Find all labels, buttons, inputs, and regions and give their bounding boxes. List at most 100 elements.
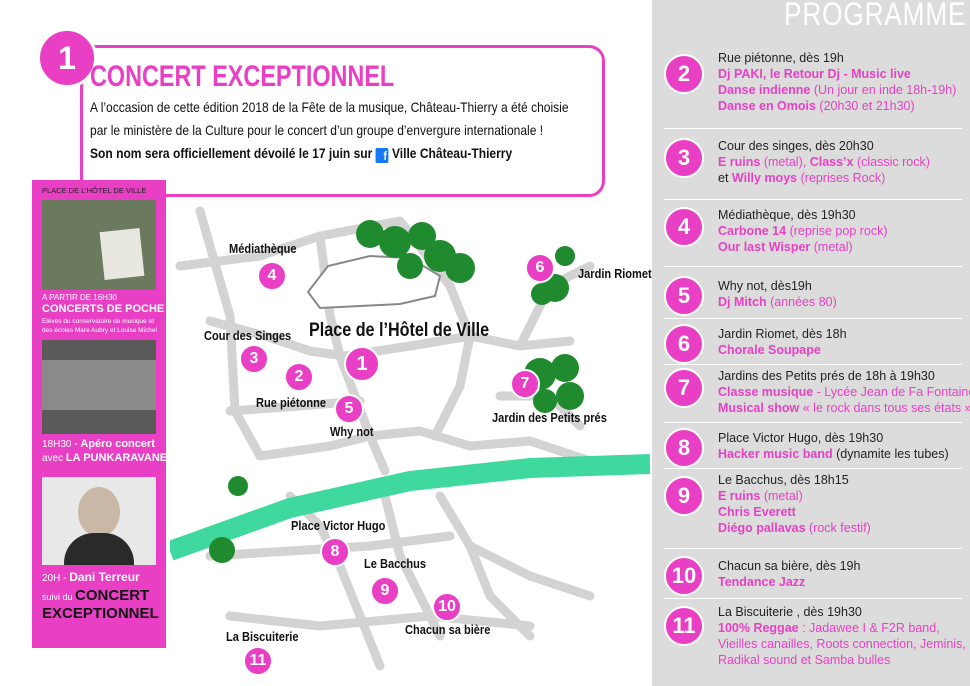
face-shape: [78, 487, 120, 537]
body-shape: [64, 533, 134, 565]
band-shape: [42, 360, 156, 410]
photo-dani-terreur: [42, 477, 156, 565]
programme-separator: [664, 548, 962, 549]
announcement-text: Son nom sera officiellement dévoilé le 1…: [90, 145, 373, 161]
map-label-place-victor-hugo: Place Victor Hugo: [291, 518, 386, 533]
poster-line-2b: avec LA PUNKARAVANE: [42, 452, 167, 464]
map-marker-2[interactable]: 2: [284, 362, 314, 392]
poster-line-2: 18H30 - Apéro concert: [42, 438, 155, 450]
programme-act-detail: (années 80): [766, 295, 837, 309]
poster-desc-1: des écoles Mare Aubry et Louise Michel: [42, 327, 157, 334]
programme-act-detail: Vieilles canailles, Roots connection, Je…: [718, 637, 966, 651]
map-label-la-biscuiterie: La Biscuiterie: [226, 629, 299, 644]
map-marker-7[interactable]: 7: [510, 369, 540, 399]
street: [205, 316, 350, 361]
map-marker-1[interactable]: 1: [344, 346, 380, 382]
map-marker-4[interactable]: 4: [257, 261, 287, 291]
facebook-page-link[interactable]: Ville Château-Thierry: [391, 145, 513, 161]
programme-act-detail: Radikal sound et Samba bulles: [718, 653, 891, 667]
street: [255, 431, 375, 461]
programme-act-detail: (20h30 et 21h30): [815, 99, 915, 113]
programme-act: E ruins: [718, 489, 761, 503]
programme-place: Jardins des Petits prés de 18h à 19h30: [718, 369, 935, 383]
poster-followed: suivi du: [42, 592, 73, 602]
programme-number: 5: [664, 276, 704, 316]
programme-act-detail: (classic rock): [853, 155, 930, 169]
programme-act-detail: (metal): [810, 240, 853, 254]
programme-title: PROGRAMME: [783, 0, 966, 32]
map-label-jardin-riomet: Jardin Riomet: [578, 266, 652, 281]
programme-number: 11: [664, 606, 704, 646]
programme-act: Willy moys: [731, 171, 798, 185]
map-marker-3[interactable]: 3: [239, 344, 269, 374]
photo-concerts-de-poche: [42, 200, 156, 290]
programme-number: 2: [664, 54, 704, 94]
concert-title: CONCERT EXCEPTIONNEL: [90, 60, 395, 93]
map-label-jardin-petits-pres: Jardin des Petits prés: [492, 410, 607, 425]
programme-separator: [664, 318, 962, 319]
programme-act: 100% Reggae: [718, 621, 799, 635]
programme-act-detail: (rock festif): [805, 521, 871, 535]
programme-place: Why not, dès19h: [718, 279, 812, 293]
map-label-rue-pietonne: Rue piétonne: [256, 395, 326, 410]
programme-separator: [664, 364, 962, 365]
map-label-hotel-de-ville: Place de l’Hôtel de Ville: [309, 320, 490, 341]
programme-act: Hacker music band: [718, 447, 833, 461]
map-marker-5[interactable]: 5: [334, 394, 364, 424]
programme-number: 3: [664, 138, 704, 178]
programme-act: Dj Mitch: [718, 295, 767, 309]
programme-act-detail: - Lycée Jean de Fa Fontaine: [813, 385, 970, 399]
poster-concert-2: EXCEPTIONNEL: [42, 605, 159, 622]
programme-separator: [664, 128, 962, 129]
poster-band-2: LA PUNKARAVANE: [65, 452, 168, 464]
map-marker-6[interactable]: 6: [525, 253, 555, 283]
map-label-le-bacchus: Le Bacchus: [364, 556, 427, 571]
facebook-icon[interactable]: f: [375, 148, 389, 163]
programme-panel: [652, 0, 970, 686]
concert-description-line: A l’occasion de cette édition 2018 de la…: [90, 99, 569, 115]
concert-description-line: par le ministère de la Culture pour le c…: [90, 122, 544, 138]
programme-act-detail: (metal),: [760, 155, 810, 169]
poster-title-1: CONCERTS DE POCHE: [42, 303, 165, 315]
map-marker-9[interactable]: 9: [370, 576, 400, 606]
programme-place: Jardin Riomet, dès 18h: [718, 327, 847, 341]
street: [435, 491, 535, 641]
programme-act: Classe musique: [718, 385, 814, 399]
programme-act: Tendance Jazz: [718, 575, 806, 589]
poster-line-3: 20H - Dani Terreur: [42, 570, 140, 584]
poster-time-1: A PARTIR DE 16H30: [42, 293, 117, 302]
street: [465, 541, 595, 601]
poster-time-3: 20H -: [42, 573, 67, 584]
map-marker-10[interactable]: 10: [432, 592, 462, 622]
programme-act-detail: (metal): [760, 489, 803, 503]
programme-act: Musical show: [718, 401, 800, 415]
sign-shape: [99, 228, 145, 280]
poster-concert-1: CONCERT: [75, 587, 150, 604]
poster-title-3: Dani Terreur: [69, 570, 140, 584]
programme-act-detail: (reprise pop rock): [786, 224, 888, 238]
poster-desc-1: Elèves du conservatoire de musique et: [42, 318, 155, 325]
map-label-why-not: Why not: [330, 424, 374, 439]
map-label-mediatheque: Médiathèque: [229, 241, 297, 256]
programme-separator: [664, 199, 962, 200]
programme-place: Place Victor Hugo, dès 19h30: [718, 431, 884, 445]
programme-act-detail: « le rock dans tous ses états »: [799, 401, 970, 415]
poster-time-2: 18H30 -: [42, 439, 78, 450]
river: [170, 454, 650, 561]
poster-line-4: suivi du CONCERT: [42, 587, 149, 604]
concert-announcement-line: Son nom sera officiellement dévoilé le 1…: [90, 145, 512, 163]
programme-separator: [664, 422, 962, 423]
map-marker-11[interactable]: 11: [243, 646, 273, 676]
photo-la-punkaravane: [42, 340, 156, 434]
map-label-chacun-sa-biere: Chacun sa bière: [405, 622, 491, 637]
poster-title-2: Apéro concert: [80, 438, 155, 450]
programme-act-detail: (dynamite les tubes): [832, 447, 949, 461]
programme-act: E ruins: [718, 155, 761, 169]
programme-place: Médiathèque, dès 19h30: [718, 208, 856, 222]
programme-number: 4: [664, 207, 704, 247]
programme-act: Class’x: [809, 155, 854, 169]
map-marker-8[interactable]: 8: [320, 537, 350, 567]
programme-number: 6: [664, 324, 704, 364]
programme-act-detail: : Jadawee I & F2R band,: [798, 621, 940, 635]
programme-act-detail: et: [718, 171, 732, 185]
